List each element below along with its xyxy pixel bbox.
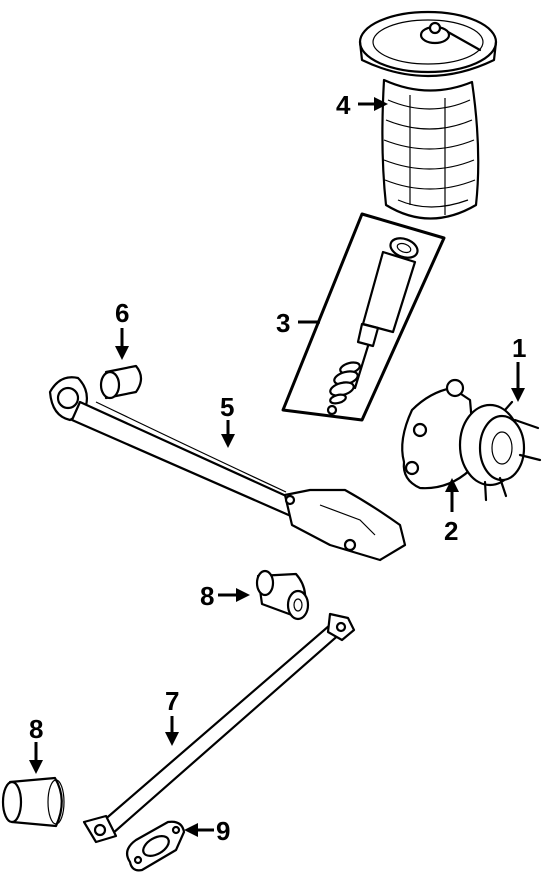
air-spring[interactable]: [358, 10, 498, 220]
callout-6: 6: [115, 298, 129, 328]
callout-5: 5: [220, 392, 234, 422]
callout-9: 9: [216, 816, 230, 846]
trailing-arm-bushing[interactable]: [99, 364, 143, 400]
callout-3: 3: [276, 308, 290, 338]
cam-plate[interactable]: [125, 820, 186, 872]
callout-8-upper: 8: [200, 581, 214, 611]
lateral-link[interactable]: [82, 612, 356, 844]
hub-knuckle-assembly[interactable]: [401, 378, 542, 502]
callout-7: 7: [165, 686, 179, 716]
callout-8-lower: 8: [29, 714, 43, 744]
callout-2: 2: [444, 516, 458, 546]
callout-4: 4: [336, 90, 351, 120]
callout-arrows: [29, 97, 525, 837]
shock-absorber[interactable]: [281, 212, 446, 422]
trailing-arm[interactable]: [48, 376, 407, 562]
link-bushing-upper[interactable]: [255, 569, 310, 621]
link-bushing-lower[interactable]: [1, 776, 65, 828]
callout-1: 1: [512, 333, 526, 363]
